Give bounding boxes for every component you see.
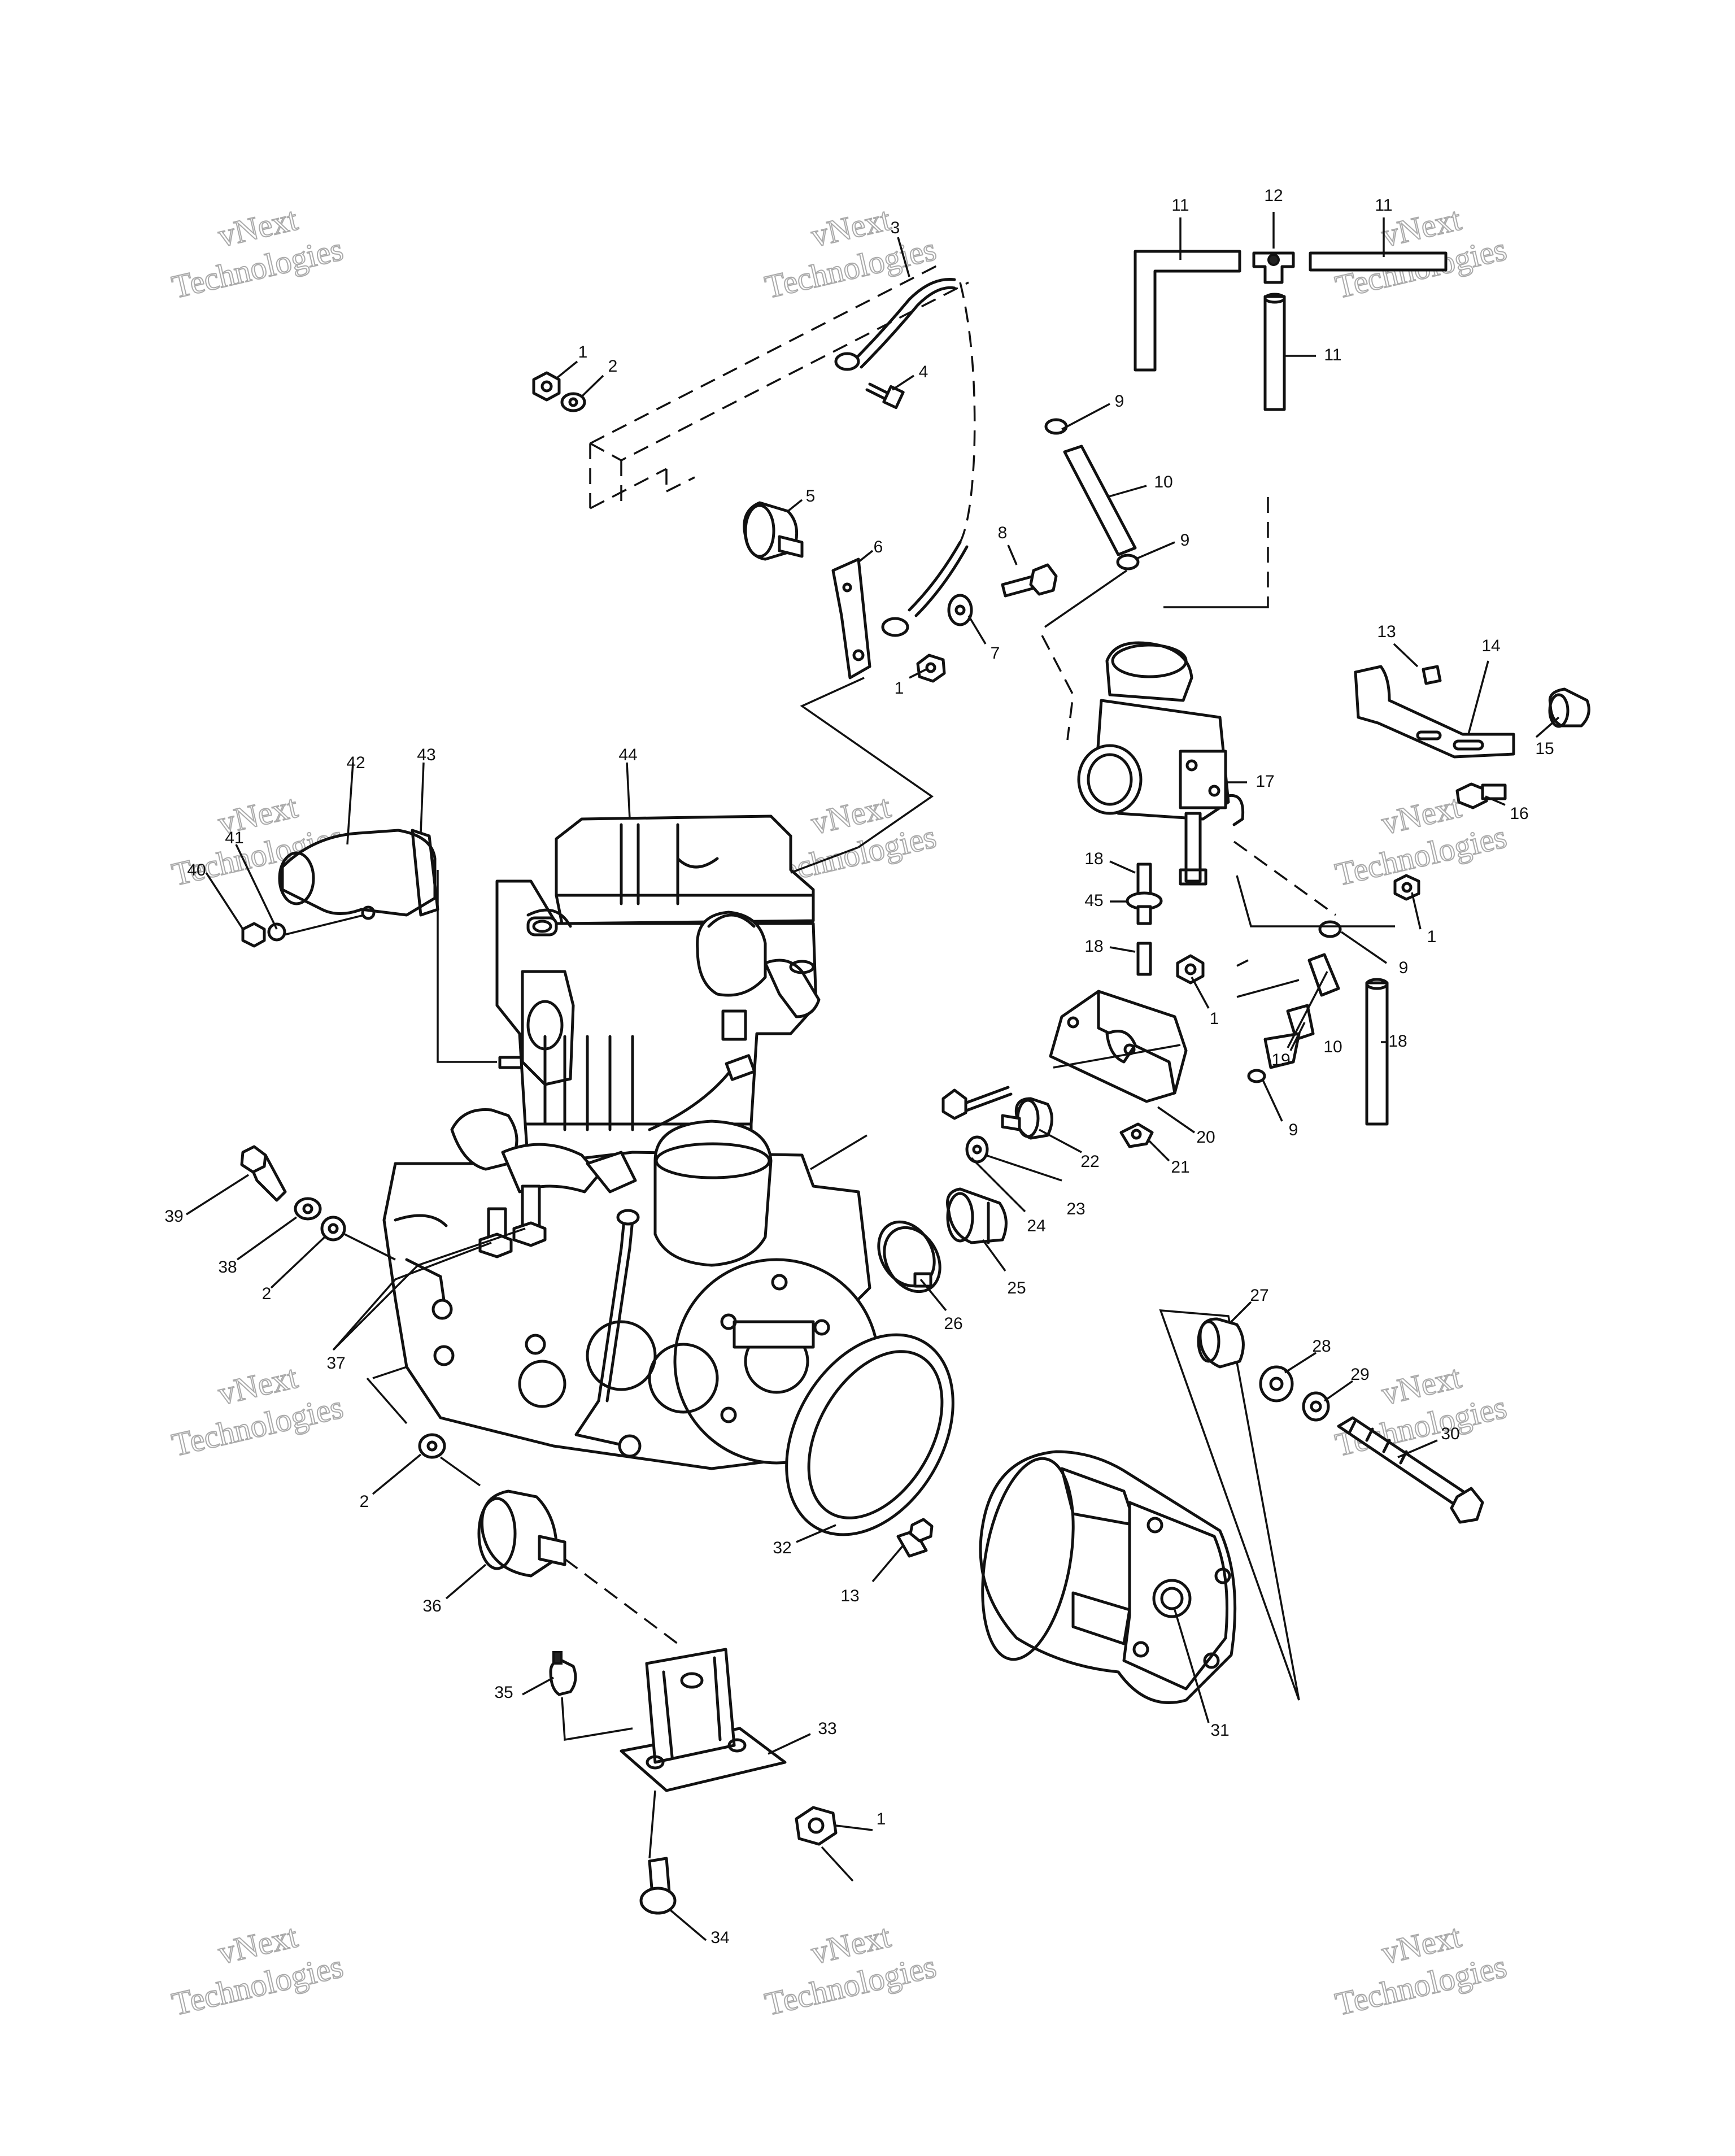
assembly-line-6-engine: [790, 677, 934, 874]
callout-4: 4: [919, 363, 928, 381]
leader-lines: [186, 212, 1560, 1941]
watermark: vNext Technologies: [761, 200, 940, 306]
carburetor-17: [1041, 635, 1245, 886]
ground-cable: [834, 277, 976, 637]
callout-28: 28: [1312, 1337, 1331, 1356]
callout-29: 29: [1350, 1365, 1369, 1384]
nut-1-bracket: [1176, 954, 1205, 985]
callout-1: 1: [895, 679, 904, 698]
callout-30: 30: [1441, 1425, 1459, 1443]
callout-11: 11: [1375, 196, 1392, 215]
fuel-hose-10-top: [1044, 418, 1269, 628]
callout-13: 13: [1377, 622, 1396, 641]
callout-31: 31: [1210, 1721, 1229, 1740]
callout-40: 40: [187, 861, 206, 879]
callout-10: 10: [1323, 1038, 1342, 1056]
callout-1: 1: [1210, 1009, 1219, 1028]
callout-18: 18: [1084, 850, 1103, 868]
callout-16: 16: [1510, 804, 1528, 823]
callout-9: 9: [1289, 1121, 1298, 1139]
watermark: vNext Technologies: [168, 200, 347, 306]
callout-45: 45: [1084, 891, 1103, 910]
callout-numbers: 1 2 3 4 5 6 7 8 1 9 10 9 11 12 11 11 13 …: [164, 186, 1554, 1947]
callout-9: 9: [1115, 392, 1124, 411]
callout-34: 34: [710, 1928, 729, 1947]
callout-24: 24: [1027, 1217, 1045, 1235]
callout-9: 9: [1180, 531, 1190, 550]
callout-2: 2: [262, 1284, 272, 1303]
cover-gasket-32: [785, 1333, 954, 1558]
watermark-group: vNext Technologies vNext Technologies vN…: [168, 200, 1510, 2023]
callout-26: 26: [944, 1314, 962, 1333]
callout-10: 10: [1154, 473, 1172, 491]
callout-3: 3: [891, 219, 900, 237]
callout-2: 2: [608, 357, 618, 376]
pins-18-45: [1126, 863, 1163, 976]
callout-25: 25: [1007, 1279, 1026, 1297]
rubber-mount-5: [743, 501, 804, 561]
callout-1: 1: [1427, 927, 1437, 946]
callout-11: 11: [1171, 196, 1189, 215]
callout-15: 15: [1535, 739, 1554, 758]
engine-block-44: [382, 815, 880, 1470]
callout-17: 17: [1256, 772, 1274, 791]
callout-2: 2: [360, 1492, 369, 1511]
nut-and-washer-top: [532, 371, 586, 412]
hose-clamp-26: [877, 1220, 941, 1293]
hose-set-11: [1134, 250, 1448, 411]
hardware-39-38-2: [240, 1145, 396, 1261]
callout-13: 13: [840, 1587, 859, 1605]
watermark: vNext Technologies: [1331, 1917, 1510, 2023]
callout-21: 21: [1171, 1158, 1189, 1177]
bracket-6: [831, 557, 871, 680]
callout-37: 37: [326, 1354, 345, 1373]
callout-44: 44: [618, 746, 637, 764]
callout-19: 19: [1271, 1051, 1290, 1069]
callout-36: 36: [422, 1597, 441, 1615]
frame-rail-outline: [589, 264, 969, 509]
callout-14: 14: [1481, 637, 1500, 655]
callout-1: 1: [578, 343, 588, 361]
hardware-21-25: [941, 1086, 1154, 1244]
callout-35: 35: [494, 1683, 513, 1702]
engine-bracket-33: [549, 1648, 854, 1915]
callout-38: 38: [218, 1258, 237, 1277]
callout-43: 43: [417, 746, 435, 764]
parts-line-art: [240, 250, 1590, 1915]
intake-manifold-42: [241, 829, 497, 1063]
callout-32: 32: [773, 1539, 791, 1557]
callout-9: 9: [1399, 959, 1409, 977]
callout-11: 11: [1324, 346, 1341, 364]
callout-18: 18: [1388, 1032, 1407, 1051]
watermark: vNext Technologies: [761, 1917, 940, 2023]
callout-39: 39: [164, 1207, 183, 1226]
watermark: vNext Technologies: [1331, 200, 1510, 306]
callout-20: 20: [1196, 1128, 1215, 1147]
callout-33: 33: [818, 1719, 836, 1738]
throttle-bracket-14: [1354, 665, 1590, 809]
callout-5: 5: [806, 487, 816, 506]
callout-6: 6: [874, 538, 883, 556]
callout-7: 7: [991, 644, 1000, 663]
bracket-20: [1049, 990, 1188, 1103]
callout-1: 1: [877, 1810, 886, 1828]
callout-8: 8: [998, 524, 1008, 542]
callout-41: 41: [225, 829, 243, 847]
callout-42: 42: [346, 753, 365, 772]
fuel-line-right: [1233, 840, 1420, 1126]
callout-22: 22: [1080, 1152, 1099, 1171]
hardware-6-8: [916, 563, 1058, 683]
bolt-4: [865, 382, 905, 410]
watermark: vNext Technologies: [168, 1358, 347, 1464]
callout-23: 23: [1066, 1200, 1085, 1218]
engine-mount-36: [366, 1366, 679, 1645]
watermark: vNext Technologies: [168, 1917, 347, 2023]
drive-clutch-31: [979, 1309, 1484, 1704]
callout-18: 18: [1084, 937, 1103, 956]
callout-27: 27: [1250, 1286, 1268, 1305]
callout-12: 12: [1264, 186, 1283, 205]
